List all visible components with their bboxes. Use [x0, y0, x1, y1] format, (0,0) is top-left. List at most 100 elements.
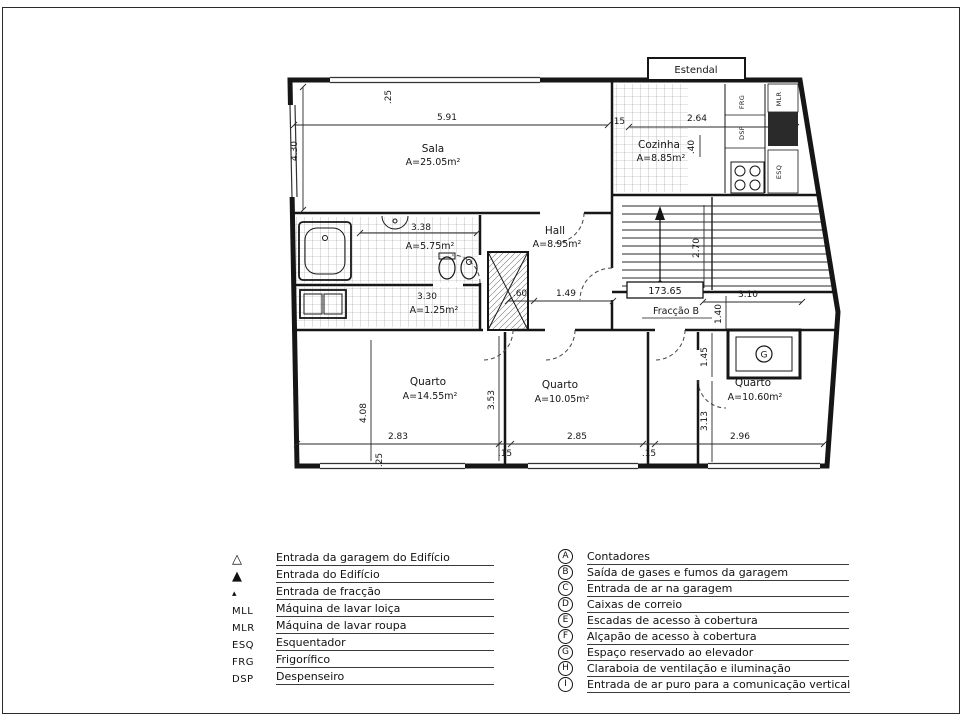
cozinha-name: Cozinha: [638, 139, 680, 151]
dim-q2-height: 3.53: [487, 390, 497, 410]
legend-label: Entrada de ar puro para a comunicação ve…: [587, 678, 851, 693]
dim-landing-140: 1.40: [714, 304, 724, 324]
circled-b-icon: B: [558, 565, 573, 580]
room-labels: Sala A=25.05m² Cozinha A=8.85m² Hall A=8…: [403, 139, 783, 405]
legend-label: Entrada do Edifício: [276, 568, 494, 583]
legend-item: △ Entrada da garagem do Edifício: [232, 551, 542, 567]
frg-code: FRG: [232, 657, 254, 668]
legend-item: DSP Despenseiro: [232, 670, 542, 685]
legend-item: D Caixas de correio: [558, 597, 898, 613]
dim-q1-width: 2.83: [388, 432, 408, 442]
triangle-small-icon: ▴: [232, 589, 237, 599]
banho2-area: A=1.25m²: [410, 305, 459, 316]
mll-code: MLL: [232, 606, 254, 617]
fraction-marker: 173.65 Fracção B: [626, 281, 712, 319]
ventilation-shaft: [487, 251, 529, 331]
circled-e-icon: E: [558, 613, 573, 628]
dim-sala-width: 5.91: [437, 113, 457, 123]
dim-b15b: .15: [642, 449, 656, 459]
legend-item: FRG Frigorífico: [232, 653, 542, 668]
legend-label: Caixas de correio: [587, 598, 849, 613]
bidet-icon: [460, 256, 478, 280]
esq-code: ESQ: [232, 640, 255, 651]
dim-b15a: .15: [498, 449, 512, 459]
legend-item: C Entrada de ar na garagem: [558, 581, 898, 597]
circled-d-icon: D: [558, 597, 573, 612]
legend-item: MLR Máquina de lavar roupa: [232, 619, 542, 634]
dimension-lines: [290, 83, 828, 462]
legend-item: MLL Máquina de lavar loiça: [232, 602, 542, 617]
estendal-outline: [647, 57, 746, 81]
quarto2-name: Quarto: [542, 379, 578, 391]
dsp-label: DSP: [738, 126, 746, 140]
marker-g-letter: G: [761, 351, 768, 361]
dim-bottom-25: .25: [375, 453, 385, 467]
legend-label: Claraboia de ventilação e iluminação: [587, 662, 849, 677]
quarto3-area: A=10.60m²: [728, 392, 783, 403]
door-swings: [451, 212, 727, 409]
circled-h-icon: H: [558, 661, 573, 676]
quarto1-name: Quarto: [410, 376, 446, 388]
sala-name: Sala: [422, 143, 444, 155]
dim-stairs-270: 2.70: [692, 238, 702, 258]
sala-area: A=25.05m²: [406, 157, 461, 168]
legend-label: Esquentador: [276, 636, 494, 651]
quarto1-area: A=14.55m²: [403, 391, 458, 402]
dim-q3-height: 3.13: [700, 411, 710, 431]
floor-plan-drawing: Estendal: [286, 57, 841, 471]
fraction-label: Fracção B: [653, 306, 699, 317]
laundry-tank-icon: [299, 289, 347, 319]
dim-elev-145: 1.45: [700, 347, 710, 367]
kitchen-appliances: FRG DSP MLR ESQ: [724, 83, 799, 194]
circled-i-icon: I: [558, 677, 573, 692]
elevator-shaft: G: [726, 328, 802, 380]
windows: [286, 75, 820, 471]
legend-label: Saída de gases e fumos da garagem: [587, 566, 849, 581]
dsp-code: DSP: [232, 674, 254, 685]
esq-label: ESQ: [775, 165, 783, 179]
quarto3-name: Quarto: [735, 377, 771, 389]
legend-label: Entrada de fracção: [276, 585, 494, 600]
legend-label: Alçapão de acesso à cobertura: [587, 630, 849, 645]
dim-sala-height: 4.30: [290, 141, 300, 161]
legend-label: Escadas de acesso à cobertura: [587, 614, 849, 629]
circled-c-icon: C: [558, 581, 573, 596]
mlr-code: MLR: [232, 623, 255, 634]
legend-right-column: A Contadores B Saída de gases e fumos da…: [558, 549, 898, 696]
estendal-label: Estendal: [674, 65, 717, 76]
legend-left-column: △ Entrada da garagem do Edifício ▲ Entra…: [232, 551, 542, 688]
staircase: [622, 197, 832, 290]
legend-item: ▲ Entrada do Edifício: [232, 568, 542, 584]
dim-top-25: .25: [384, 90, 394, 104]
circled-a-icon: A: [558, 549, 573, 564]
legend-item: E Escadas de acesso à cobertura: [558, 613, 898, 629]
dim-wc1-width: 3.38: [411, 223, 431, 233]
fraction-value: 173.65: [648, 286, 681, 297]
quarto2-area: A=10.05m²: [535, 394, 590, 405]
banho1-area: A=5.75m²: [406, 241, 455, 252]
dim-wc2-width: 3.30: [417, 292, 437, 302]
triangle-outline-icon: △: [232, 552, 242, 567]
legend-label: Frigorífico: [276, 653, 494, 668]
legend-label: Entrada de ar na garagem: [587, 582, 849, 597]
dim-q2-width: 2.85: [567, 432, 587, 442]
triangle-filled-icon: ▲: [232, 569, 242, 584]
legend-item: B Saída de gases e fumos da garagem: [558, 565, 898, 581]
legend-item: I Entrada de ar puro para a comunicação …: [558, 677, 898, 693]
washing-machine-icon: [768, 112, 798, 146]
circled-f-icon: F: [558, 629, 573, 644]
hall-area: A=8.95m²: [533, 239, 582, 250]
marker-g-circle: [755, 345, 773, 363]
dim-hall-60: .60: [513, 289, 528, 299]
dim-q1-height: 4.08: [359, 403, 369, 423]
dim-coz-40: .40: [687, 140, 697, 155]
bathtub-icon: [298, 221, 352, 281]
dim-top-15: .15: [611, 117, 625, 127]
washbasin-icon: [381, 215, 409, 230]
toilet-icon: [438, 252, 456, 280]
dim-q3-width: 2.96: [730, 432, 750, 442]
legend-item: ESQ Esquentador: [232, 636, 542, 651]
frg-label: FRG: [738, 95, 746, 109]
stove-icon: [730, 161, 765, 194]
